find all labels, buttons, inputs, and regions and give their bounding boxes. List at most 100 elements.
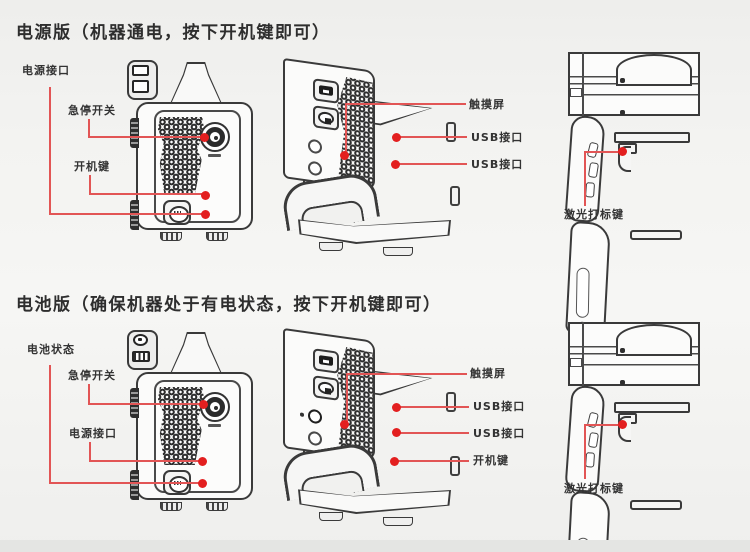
callout-line-power-port bbox=[89, 460, 200, 462]
callout-dot-power-key bbox=[201, 191, 210, 200]
label-touchscreen: 触摸屏 bbox=[470, 367, 506, 380]
dc-power-connector bbox=[133, 334, 148, 346]
device-foot bbox=[206, 232, 228, 241]
power-indicator-led bbox=[300, 412, 304, 417]
label-touchscreen: 触摸屏 bbox=[469, 98, 505, 111]
callout-dot-usb-2 bbox=[392, 428, 401, 437]
callout-dot-power-key bbox=[390, 457, 399, 466]
round-button-2 bbox=[308, 430, 322, 447]
label-usb-2: USB接口 bbox=[471, 158, 524, 171]
callout-line-emergency-stop bbox=[88, 136, 202, 138]
device-side-view bbox=[279, 328, 468, 533]
side-latch bbox=[130, 200, 139, 230]
knob-label-mark bbox=[208, 154, 221, 157]
callout-dot-power-port bbox=[198, 457, 207, 466]
grip-slat bbox=[585, 182, 596, 198]
section-title-battery: 电池版（确保机器处于有电状态，按下开机键即可） bbox=[16, 295, 442, 315]
cooling-vent bbox=[158, 117, 204, 195]
callout-dot-touchscreen bbox=[340, 151, 349, 160]
usb-port-2 bbox=[313, 375, 339, 401]
callout-line-laser-trigger bbox=[584, 424, 622, 426]
round-button-1 bbox=[308, 138, 322, 155]
callout-line-power-key bbox=[89, 175, 91, 194]
knob-label-mark bbox=[208, 424, 221, 427]
callout-dot-usb-1 bbox=[392, 133, 401, 142]
label-usb-2: USB接口 bbox=[473, 427, 526, 440]
label-power-port: 电源接口 bbox=[22, 64, 70, 77]
laser-gun-view bbox=[564, 322, 716, 552]
callout-line-touchscreen bbox=[345, 103, 347, 153]
power-switch-opening bbox=[132, 65, 149, 76]
carry-handle bbox=[279, 440, 381, 502]
label-power-port: 电源接口 bbox=[69, 427, 117, 440]
head-screw bbox=[620, 78, 625, 83]
callout-dot-laser-trigger bbox=[618, 420, 627, 429]
label-laser-trigger: 激光打标键 bbox=[564, 482, 624, 495]
label-emergency-stop: 急停开关 bbox=[68, 369, 116, 382]
ports-face bbox=[283, 328, 375, 461]
callout-line-power-key bbox=[394, 460, 469, 462]
callout-line-touchscreen bbox=[346, 373, 348, 422]
label-laser-trigger: 激光打标键 bbox=[564, 208, 624, 221]
callout-line-laser-trigger bbox=[584, 424, 586, 479]
callout-dot-emergency-stop bbox=[200, 133, 209, 142]
head-screw bbox=[620, 348, 625, 353]
usb-port-1 bbox=[313, 348, 339, 374]
callout-dot-power-port bbox=[201, 210, 210, 219]
device-back-view bbox=[127, 330, 267, 525]
gun-collar bbox=[614, 132, 690, 143]
callout-line-laser-trigger bbox=[584, 151, 622, 153]
emergency-stop-knob bbox=[200, 122, 230, 152]
device-foot bbox=[383, 517, 413, 526]
callout-line-power-key bbox=[89, 193, 203, 195]
cooling-vent bbox=[158, 387, 204, 465]
usb-port-2 bbox=[313, 105, 339, 131]
callout-dot-usb-2 bbox=[391, 160, 400, 169]
callout-line-power-port bbox=[49, 213, 202, 215]
callout-line-emergency-stop bbox=[88, 403, 201, 405]
grip-base-flare bbox=[630, 230, 682, 240]
gun-collar bbox=[614, 402, 690, 413]
cooling-vent bbox=[335, 75, 373, 186]
label-battery-status: 电池状态 bbox=[27, 343, 75, 356]
callout-line-emergency-stop bbox=[88, 119, 90, 137]
section-power-version: 电源版（机器通电，按下开机键即可） bbox=[0, 0, 750, 352]
ports-face bbox=[283, 58, 375, 191]
cooling-vent bbox=[335, 345, 373, 456]
grip-base-flare bbox=[630, 500, 682, 510]
power-button bbox=[308, 408, 322, 425]
grip-slat bbox=[586, 141, 600, 159]
battery-power-module bbox=[127, 330, 158, 370]
label-emergency-stop: 急停开关 bbox=[68, 104, 116, 117]
grip-slat bbox=[585, 452, 596, 468]
label-power-key: 开机键 bbox=[74, 160, 110, 173]
callout-line-usb-1 bbox=[396, 136, 467, 138]
callout-line-laser-trigger bbox=[584, 151, 586, 206]
carry-handle bbox=[279, 170, 381, 232]
callout-line-usb-2 bbox=[395, 163, 467, 165]
device-foot bbox=[383, 247, 413, 256]
device-back-view bbox=[127, 60, 267, 255]
label-power-key: 开机键 bbox=[473, 454, 509, 467]
latch-ear bbox=[446, 392, 456, 412]
ac-inlet-opening bbox=[132, 80, 149, 93]
callout-line-emergency-stop bbox=[88, 384, 90, 405]
callout-dot-laser-trigger bbox=[618, 147, 627, 156]
grip-slat bbox=[587, 161, 600, 179]
grip-slat bbox=[587, 431, 600, 449]
carry-handle-neck bbox=[169, 332, 223, 376]
callout-line-power-port bbox=[89, 442, 91, 462]
battery-level-leds bbox=[132, 351, 150, 362]
gun-head-dome bbox=[616, 324, 692, 356]
footer-band bbox=[0, 540, 750, 552]
head-screw bbox=[620, 380, 625, 385]
emergency-stop-knob bbox=[200, 392, 230, 422]
power-entry-module bbox=[127, 60, 158, 100]
callout-line-usb-1 bbox=[396, 406, 469, 408]
callout-line-power-port bbox=[49, 87, 51, 214]
callout-dot-touchscreen bbox=[340, 420, 349, 429]
head-slot bbox=[570, 358, 582, 367]
device-foot bbox=[160, 502, 182, 511]
callout-line-usb-2 bbox=[396, 432, 469, 434]
